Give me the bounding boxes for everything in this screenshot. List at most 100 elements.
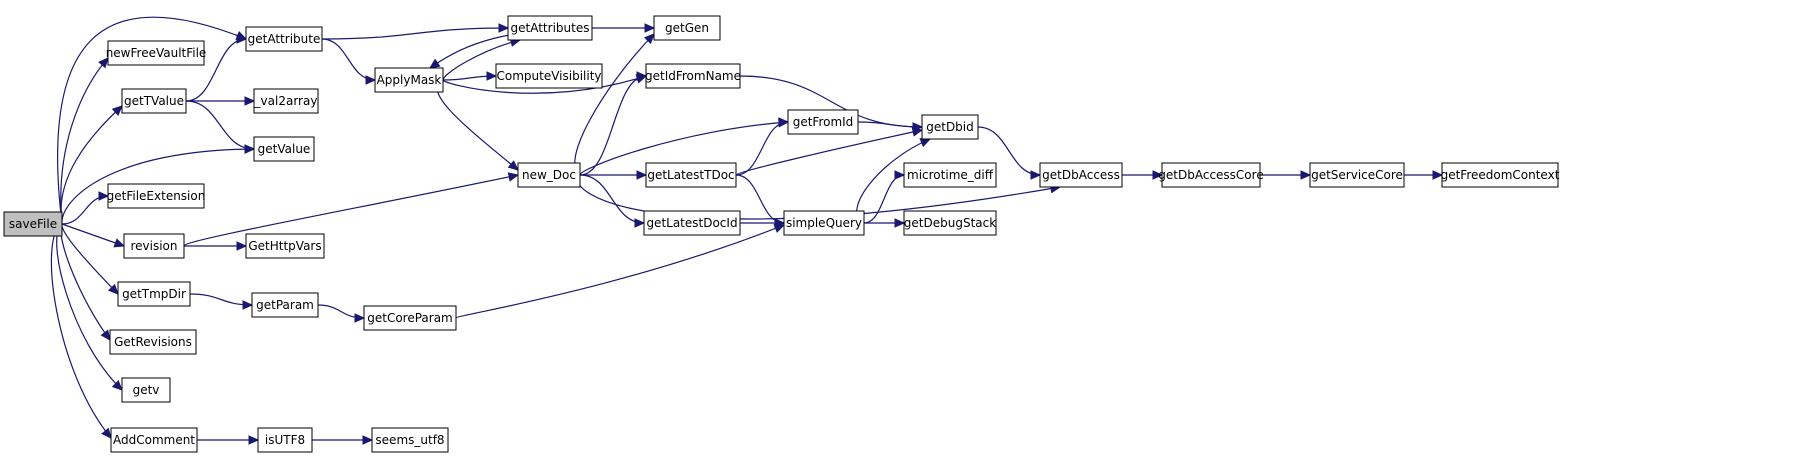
edge-arrowhead <box>244 144 256 154</box>
node-seems_utf8[interactable]: seems_utf8 <box>371 427 449 453</box>
edge-arrowhead <box>100 329 111 341</box>
node-getCoreParam[interactable]: getCoreParam <box>363 305 457 331</box>
edge-line <box>579 174 645 224</box>
edge-arrowhead <box>894 170 906 180</box>
node-label: getDbAccessCore <box>1158 168 1263 182</box>
edge-new_Doc-to-getLatestTDoc <box>580 170 648 180</box>
edge-saveFile-to-newFreeVaultFile <box>60 57 109 225</box>
node-getDbAccessCore[interactable]: getDbAccessCore <box>1158 162 1264 188</box>
edge-arrowhead <box>1300 170 1312 180</box>
edge-arrowhead <box>242 300 254 310</box>
edge-new_Doc-to-getIdFromName <box>579 71 648 176</box>
node-getAttribute[interactable]: getAttribute <box>245 26 323 52</box>
node-label: getLatestTDoc <box>647 168 734 182</box>
edge-arrowhead <box>919 138 932 148</box>
edge-line <box>321 27 509 40</box>
edge-arrowhead <box>778 117 790 127</box>
node-label: getFileExtension <box>107 189 206 203</box>
edge-saveFile-to-GetRevisions <box>60 223 111 341</box>
edge-isUTF8-to-seems_utf8 <box>312 435 374 445</box>
node-getTmpDir[interactable]: getTmpDir <box>117 281 191 307</box>
node-ApplyMask[interactable]: ApplyMask <box>374 67 444 93</box>
node-getFromId[interactable]: getFromId <box>787 109 859 135</box>
node-box <box>1309 162 1405 188</box>
edge-getTmpDir-to-getParam <box>189 293 254 310</box>
edge-arrowhead <box>486 71 498 81</box>
node-getIdFromName[interactable]: getIdFromName <box>645 63 741 89</box>
edge-simpleQuery-to-microtime_diff <box>863 170 906 224</box>
edge-arrowhead <box>236 34 248 44</box>
edge-getDbAccess-to-getDbAccessCore <box>1122 170 1164 180</box>
edge-arrowhead <box>636 71 648 81</box>
node-box <box>921 114 979 140</box>
edge-line <box>321 38 376 81</box>
node-label: getAttributes <box>511 21 590 35</box>
edge-revision-to-new_Doc <box>183 172 520 247</box>
node-newFreeVaultFile[interactable]: newFreeVaultFile <box>106 40 207 66</box>
edge-line <box>183 174 519 247</box>
edge-line <box>60 105 123 225</box>
edge-line <box>863 174 905 224</box>
node-getv[interactable]: getv <box>121 377 171 403</box>
node-isUTF8[interactable]: isUTF8 <box>257 427 313 453</box>
node-GetRevisions[interactable]: GetRevisions <box>109 329 197 355</box>
node-label: seems_utf8 <box>375 433 444 447</box>
node-getDbid[interactable]: getDbid <box>921 114 979 140</box>
node-label: getDbid <box>926 120 974 134</box>
node-val2array[interactable]: _val2array <box>253 88 319 114</box>
node-box <box>903 162 997 188</box>
node-getLatestDocId[interactable]: getLatestDocId <box>643 210 741 236</box>
node-box <box>645 162 737 188</box>
node-AddComment[interactable]: AddComment <box>110 427 198 453</box>
node-label: getIdFromName <box>645 69 741 83</box>
node-box <box>653 15 721 41</box>
edge-arrowhead <box>1030 170 1042 180</box>
node-label: simpleQuery <box>786 216 862 230</box>
node-getLatestTDoc[interactable]: getLatestTDoc <box>645 162 737 188</box>
edge-line <box>579 75 647 176</box>
node-new_Doc[interactable]: new_Doc <box>517 162 581 188</box>
edge-getAttributes-to-getGen <box>592 23 656 33</box>
node-box <box>253 136 315 162</box>
node-label: microtime_diff <box>907 168 994 182</box>
node-box <box>245 233 325 259</box>
node-box <box>1441 162 1559 188</box>
edge-getTValue-to-getValue <box>185 100 256 154</box>
node-box <box>109 329 197 355</box>
node-label: getParam <box>256 298 314 312</box>
node-label: ApplyMask <box>377 73 442 87</box>
edge-getDbid-to-getDbAccess <box>977 126 1042 180</box>
edge-arrowhead <box>634 218 646 228</box>
edge-line <box>442 39 521 81</box>
node-getTValue[interactable]: getTValue <box>121 88 187 114</box>
node-GetHttpVars[interactable]: GetHttpVars <box>245 233 325 259</box>
edge-arrowhead <box>107 283 119 295</box>
node-box <box>1039 162 1123 188</box>
node-microtime_diff[interactable]: microtime_diff <box>903 162 997 188</box>
edge-getLatestDocId-to-simpleQuery <box>739 218 786 228</box>
node-box <box>1161 162 1261 188</box>
node-getGen[interactable]: getGen <box>653 15 721 41</box>
edges-layer <box>50 16 1444 445</box>
edge-arrowhead <box>498 23 510 33</box>
node-getFileExtension[interactable]: getFileExtension <box>107 183 206 209</box>
node-getDbAccess[interactable]: getDbAccess <box>1039 162 1123 188</box>
node-simpleQuery[interactable]: simpleQuery <box>783 210 865 236</box>
edge-arrowhead <box>428 58 441 69</box>
node-getAttributes[interactable]: getAttributes <box>507 15 593 41</box>
edge-line <box>579 121 789 176</box>
node-ComputeVisibility[interactable]: ComputeVisibility <box>495 63 603 89</box>
node-box <box>363 305 457 331</box>
edge-line <box>57 16 247 225</box>
node-getServiceCore[interactable]: getServiceCore <box>1309 162 1405 188</box>
node-getValue[interactable]: getValue <box>253 136 315 162</box>
node-label: _val2array <box>254 94 318 108</box>
node-getParam[interactable]: getParam <box>251 292 319 318</box>
node-saveFile[interactable]: saveFile <box>3 211 63 237</box>
edge-line <box>61 195 109 225</box>
node-getFreedomContext[interactable]: getFreedomContext <box>1441 162 1560 188</box>
node-revision[interactable]: revision <box>123 233 185 259</box>
node-getDebugStack[interactable]: getDebugStack <box>903 210 997 236</box>
edge-line <box>857 121 923 128</box>
